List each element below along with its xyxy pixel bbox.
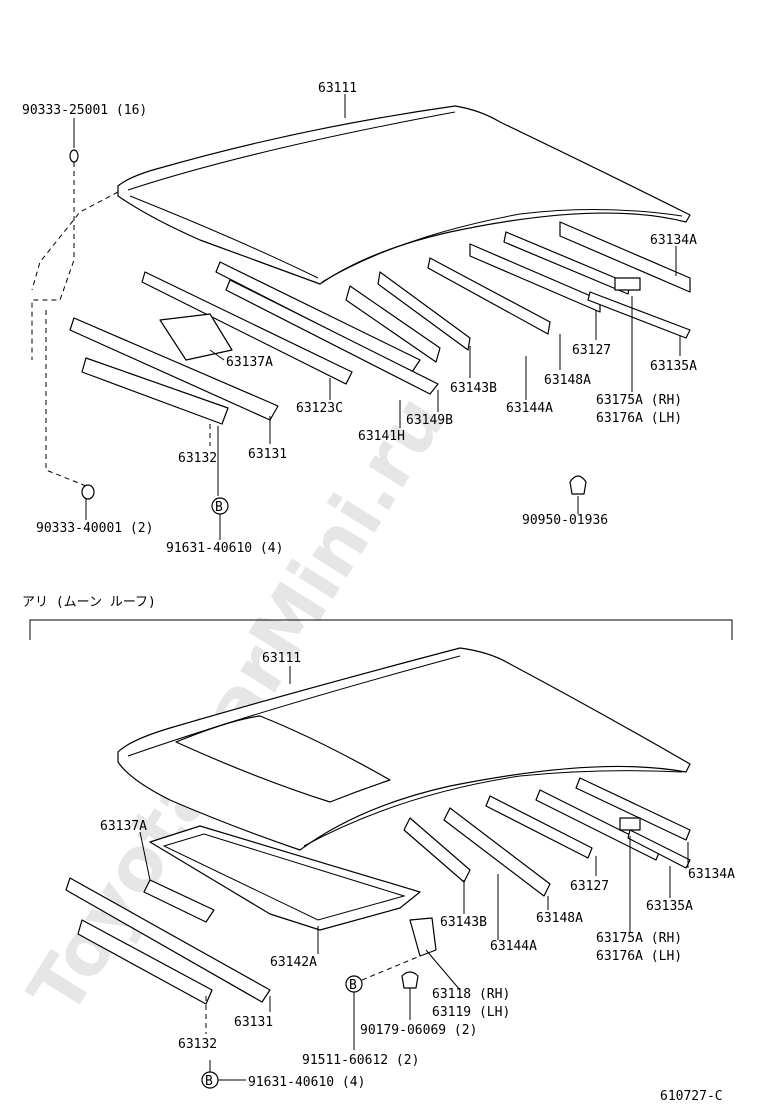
label-top-63132: 63132 — [178, 451, 217, 466]
label-bottom-63144A: 63144A — [490, 939, 537, 954]
label-bottom-91631-40610: 91631-40610 (4) — [248, 1075, 365, 1090]
bottom-marker-upper: B — [349, 978, 357, 993]
label-bottom-63137A: 63137A — [100, 819, 147, 834]
label-bottom-91511-60612: 91511-60612 (2) — [302, 1053, 419, 1068]
label-top-63175A: 63175A (RH) — [596, 393, 682, 408]
label-top-63134A: 63134A — [650, 233, 697, 248]
figure-code: 610727-C — [660, 1089, 723, 1104]
label-top-63149B: 63149B — [406, 413, 453, 428]
label-top-63131: 63131 — [248, 447, 287, 462]
label-top-63111: 63111 — [318, 81, 357, 96]
label-top-63137A: 63137A — [226, 355, 273, 370]
label-bottom-63119: 63119 (LH) — [432, 1005, 510, 1020]
label-top-63141H: 63141H — [358, 429, 405, 444]
label-bottom-90179-06069: 90179-06069 (2) — [360, 1023, 477, 1038]
top-roof-bows — [69, 221, 691, 425]
label-top-90333-25001: 90333-25001 (16) — [22, 103, 147, 118]
bottom-section-bracket — [29, 619, 733, 640]
bottom-section-heading: アリ (ムーン ルーフ) — [22, 595, 156, 610]
label-bottom-63143B: 63143B — [440, 915, 487, 930]
label-top-63135A: 63135A — [650, 359, 697, 374]
top-roof-panel — [117, 105, 691, 285]
label-bottom-63135A: 63135A — [646, 899, 693, 914]
bottom-fasteners: B B — [201, 971, 419, 1089]
top-bolt-marker: B — [215, 500, 223, 515]
label-top-63144A: 63144A — [506, 401, 553, 416]
label-bottom-63142A: 63142A — [270, 955, 317, 970]
bottom-roof-bows — [65, 777, 691, 1005]
top-labels: 63111 90333-25001 (16) 63134A 63135A 631… — [22, 81, 697, 556]
bottom-leaders — [139, 666, 689, 1081]
top-fasteners: B — [69, 149, 587, 515]
label-top-63148A: 63148A — [544, 373, 591, 388]
bottom-roof-panel — [117, 647, 691, 851]
label-top-63176A: 63176A (LH) — [596, 411, 682, 426]
bottom-marker-lower: B — [205, 1074, 213, 1089]
label-top-91631-40610: 91631-40610 (4) — [166, 541, 283, 556]
label-top-90333-40001: 90333-40001 (2) — [36, 521, 153, 536]
label-bottom-63131: 63131 — [234, 1015, 273, 1030]
label-bottom-63148A: 63148A — [536, 911, 583, 926]
label-bottom-63134A: 63134A — [688, 867, 735, 882]
label-bottom-63132: 63132 — [178, 1037, 217, 1052]
bottom-labels: 63111 63137A 63134A 63127 63135A 63148A … — [100, 651, 735, 1090]
label-top-63143B: 63143B — [450, 381, 497, 396]
label-top-90950-01936: 90950-01936 — [522, 513, 608, 528]
label-bottom-63118: 63118 (RH) — [432, 987, 510, 1002]
label-bottom-63176A: 63176A (LH) — [596, 949, 682, 964]
label-bottom-63111: 63111 — [262, 651, 301, 666]
label-bottom-63175A: 63175A (RH) — [596, 931, 682, 946]
top-leaders — [31, 94, 681, 540]
label-top-63127: 63127 — [572, 343, 611, 358]
label-top-63123C: 63123C — [296, 401, 343, 416]
label-bottom-63127: 63127 — [570, 879, 609, 894]
